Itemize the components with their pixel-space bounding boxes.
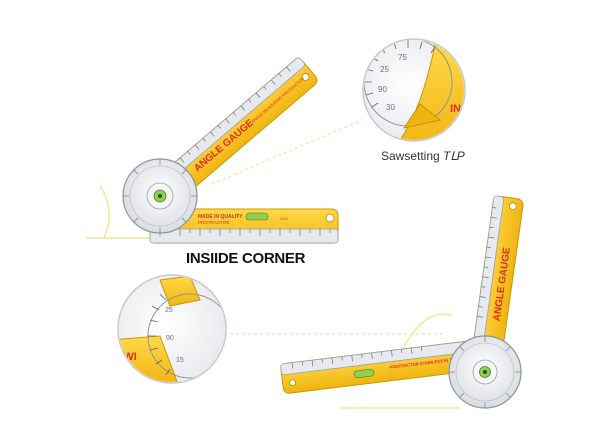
sawsetting-caption: Sawsetting TԼP [381, 149, 465, 163]
svg-text:15: 15 [176, 357, 184, 364]
zoom-detail-top: 75 25 90 30 INE [362, 38, 466, 142]
top-dial [122, 158, 198, 234]
bottom-dial [448, 335, 522, 409]
zoom-detail-bottom: 25 90 15 SWI [117, 274, 227, 384]
svg-text:30: 30 [386, 103, 395, 112]
sawsetting-word: Sawsetting [381, 149, 440, 163]
svg-text:75: 75 [398, 53, 407, 62]
top-base-text: MADE IN QUALITY [198, 214, 243, 220]
bottom-angle-gauge: PROTRACTOR STAINLESS IN THE RULER ANGLE … [280, 195, 524, 409]
svg-text:90: 90 [166, 335, 174, 342]
top-base-code: ≡≡≡ [280, 216, 288, 221]
bottom-base-ruler: PROTRACTOR STAINLESS IN THE RULER [280, 340, 473, 394]
top-base-subtext: PROTRACTOR [198, 220, 230, 225]
svg-text:25: 25 [380, 65, 389, 74]
sawsetting-suffix: TԼP [443, 149, 465, 163]
inside-corner-caption: INSIIDE CORNER [186, 250, 306, 267]
svg-text:25: 25 [165, 307, 173, 314]
svg-text:90: 90 [378, 85, 387, 94]
top-base-ruler: MADE IN QUALITY PROTRACTOR ≡≡≡ [149, 208, 339, 244]
bottom-level-bubble-icon [353, 368, 375, 379]
top-angle-gauge: MADE IN QUALITY PROTRACTOR ≡≡≡ ANGLE GAU… [122, 57, 339, 244]
bottom-arm: ANGLE GAUGE [470, 195, 524, 370]
level-bubble-icon [245, 212, 269, 221]
